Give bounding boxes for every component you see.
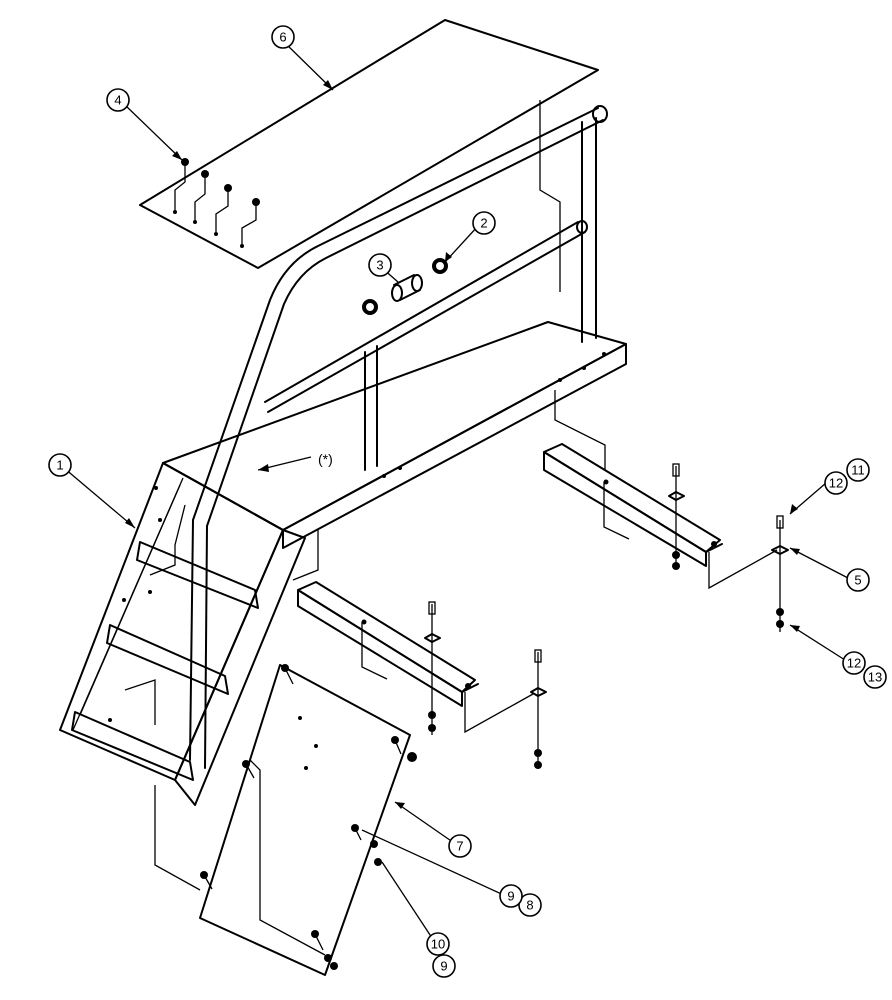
callout-9-upper: 9	[499, 884, 523, 908]
handrail	[189, 105, 608, 769]
callout-12-lower: 12	[842, 651, 866, 675]
callout-7: 7	[448, 834, 472, 858]
callout-3: 3	[368, 253, 392, 277]
callout-2: 2	[472, 211, 496, 235]
callout-label: 2	[480, 216, 487, 231]
callout-label: 8	[526, 898, 533, 913]
callout-4: 4	[106, 88, 130, 112]
callout-label: 10	[431, 937, 445, 952]
callout-12-upper: 12	[824, 471, 848, 495]
note-label: (*)	[318, 451, 333, 467]
callout-5: 5	[846, 568, 870, 592]
stair-stringer	[59, 462, 306, 891]
callout-label: 11	[851, 463, 865, 478]
leader-lines	[63, 40, 849, 945]
callout-label: 12	[847, 656, 861, 671]
callout-label: 9	[507, 889, 514, 904]
callout-13: 13	[863, 665, 887, 689]
callout-11: 11	[846, 458, 870, 482]
callout-label: 7	[456, 839, 463, 854]
callout-label: 9	[440, 959, 447, 974]
callout-label: 12	[829, 476, 843, 491]
support-bracket-right	[543, 443, 789, 632]
plate-bolts	[173, 158, 260, 248]
callout-1: 1	[48, 453, 72, 477]
leader-arrowheads	[125, 80, 800, 809]
callout-label: 1	[56, 458, 63, 473]
support-bracket-left	[297, 581, 547, 769]
callout-8: 8	[518, 893, 542, 917]
callout-label: 5	[854, 573, 861, 588]
callout-label: 6	[279, 30, 286, 45]
callout-10: 10	[426, 932, 450, 956]
panel-fasteners	[200, 664, 417, 970]
side-panel	[199, 664, 417, 976]
bushing-assembly	[362, 258, 448, 315]
callout-label: 3	[376, 258, 383, 273]
cover-plate	[139, 19, 599, 269]
callout-9-lower: 9	[432, 954, 456, 978]
callout-label: 13	[868, 670, 882, 685]
callout-6: 6	[271, 25, 295, 49]
callout-label: 4	[114, 93, 121, 108]
